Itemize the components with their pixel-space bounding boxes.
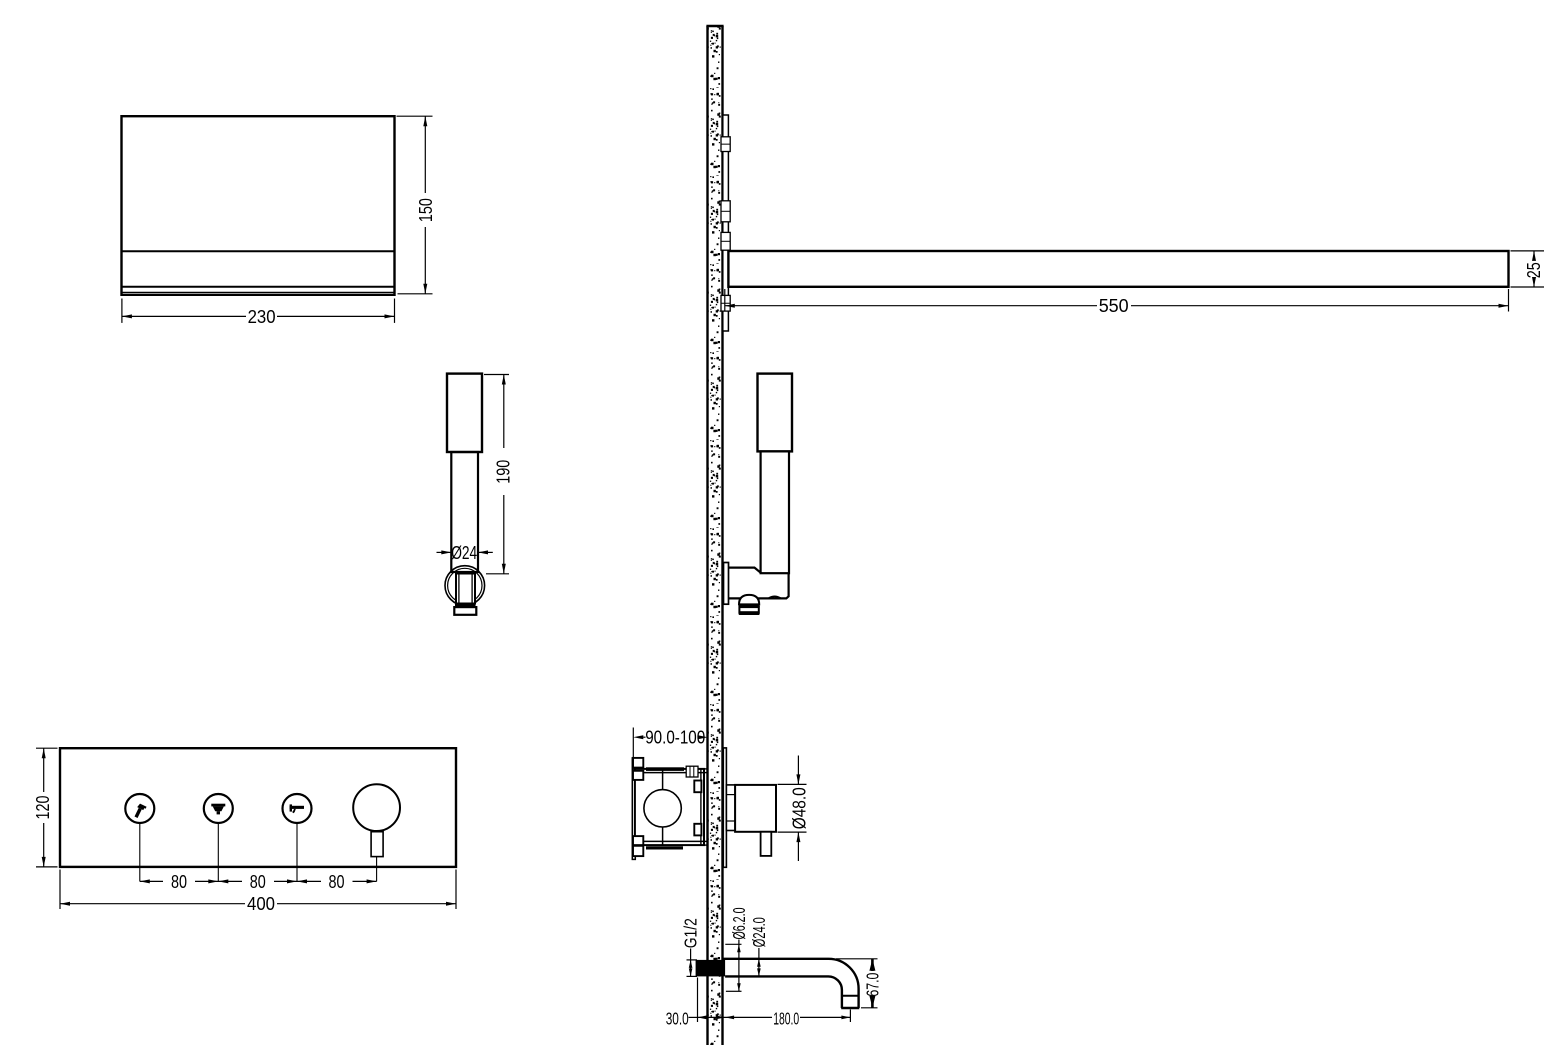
- svg-text:550: 550: [1099, 295, 1129, 316]
- svg-text:30.0: 30.0: [666, 1008, 689, 1028]
- svg-text:80: 80: [171, 871, 187, 892]
- svg-text:150: 150: [415, 198, 436, 222]
- svg-text:Ø6.2.0: Ø6.2.0: [729, 907, 749, 939]
- svg-text:80: 80: [329, 871, 345, 892]
- svg-text:120: 120: [32, 796, 53, 820]
- svg-text:400: 400: [247, 893, 275, 914]
- svg-text:90.0-100: 90.0-100: [645, 727, 705, 748]
- svg-text:Ø48.0: Ø48.0: [788, 787, 809, 829]
- svg-text:180.0: 180.0: [773, 1009, 799, 1029]
- svg-text:25: 25: [1523, 262, 1544, 278]
- svg-text:Ø24.0: Ø24.0: [749, 917, 769, 947]
- svg-text:Ø24: Ø24: [451, 542, 477, 563]
- svg-text:G1/2: G1/2: [681, 918, 701, 948]
- svg-text:80: 80: [250, 871, 266, 892]
- svg-text:190: 190: [493, 460, 514, 484]
- svg-text:230: 230: [248, 306, 276, 327]
- svg-text:67.0: 67.0: [863, 972, 883, 996]
